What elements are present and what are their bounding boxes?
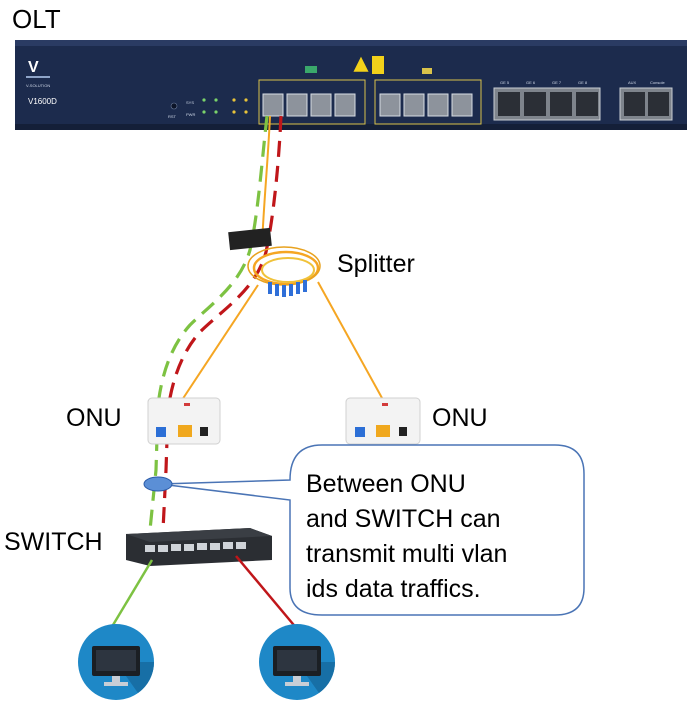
- sfp-port[interactable]: [403, 93, 425, 117]
- onu-right-device: [345, 397, 421, 445]
- onu-power-port[interactable]: [399, 427, 407, 436]
- led-label-pwr: PWR: [186, 112, 195, 117]
- status-leds: [202, 98, 248, 114]
- led-label-sys: SYS: [186, 100, 194, 105]
- monitor-icon: [259, 624, 335, 700]
- mgmt-ports: AUX Console: [619, 80, 673, 121]
- callout-line: and SWITCH can: [306, 505, 501, 533]
- console-label: Console: [650, 80, 665, 85]
- onu-lan-port[interactable]: [376, 425, 390, 437]
- sfp-port[interactable]: [310, 93, 332, 117]
- switch-device: [126, 528, 272, 566]
- vlan-path-green: [148, 115, 269, 531]
- switch-port[interactable]: [158, 545, 168, 552]
- splitter-label: Splitter: [337, 250, 415, 278]
- ge-port[interactable]: [550, 92, 572, 116]
- switch-ports: [145, 542, 246, 552]
- splitter-device: [228, 227, 321, 297]
- sfp-port[interactable]: [334, 93, 356, 117]
- switch-port[interactable]: [210, 543, 220, 550]
- onu-power-port[interactable]: [200, 427, 208, 436]
- cable-to-pc-left: [108, 559, 154, 631]
- fiber-to-onu-left: [181, 284, 259, 401]
- vlan-path-red: [161, 115, 283, 531]
- sfp-port[interactable]: [427, 93, 449, 117]
- olt-model: V1600D: [28, 97, 57, 106]
- ge-port-label: GE 6: [526, 80, 536, 85]
- pon-ports: [262, 93, 473, 117]
- onu-left-label: ONU: [66, 404, 122, 432]
- fiber-to-onu-right: [317, 281, 383, 399]
- link-marker: [143, 476, 173, 492]
- olt-logo-icon: V: [28, 59, 39, 76]
- olt-device: V V-SOLUTION V1600D RST SYS PWR: [15, 40, 687, 130]
- callout-line: ids data traffics.: [306, 575, 481, 603]
- olt-label: OLT: [12, 4, 61, 34]
- fiber-olt-to-splitter: [261, 115, 271, 246]
- ge-port[interactable]: [524, 92, 546, 116]
- switch-port[interactable]: [145, 545, 155, 552]
- callout-line: Between ONU: [306, 470, 466, 498]
- splitter-connectors: [268, 280, 307, 297]
- ge-port-label: GE 8: [578, 80, 588, 85]
- ge-uplink-ports: GE 5 GE 6 GE 7 GE 8: [493, 80, 601, 121]
- console-port[interactable]: [648, 92, 669, 116]
- olt-brand: V-SOLUTION: [26, 83, 50, 88]
- cable-to-pc-right: [235, 555, 299, 631]
- monitor-icon: [78, 624, 154, 700]
- sfp-port[interactable]: [379, 93, 401, 117]
- ge-port-label: GE 5: [500, 80, 510, 85]
- sfp-port[interactable]: [286, 93, 308, 117]
- ge-port[interactable]: [576, 92, 598, 116]
- switch-port[interactable]: [197, 543, 207, 550]
- ge-port-label: GE 7: [552, 80, 562, 85]
- switch-port[interactable]: [236, 542, 246, 549]
- onu-lan-port[interactable]: [178, 425, 192, 437]
- reset-label: RST: [168, 114, 177, 119]
- aux-port[interactable]: [624, 92, 645, 116]
- callout-line: transmit multi vlan: [306, 540, 508, 568]
- onu-pon-port[interactable]: [355, 427, 365, 437]
- onu-pon-port[interactable]: [156, 427, 166, 437]
- laser-label-icon: [372, 56, 384, 74]
- switch-port[interactable]: [223, 542, 233, 549]
- pon-tag-left: [305, 66, 317, 73]
- sfp-port[interactable]: [262, 93, 284, 117]
- switch-port[interactable]: [184, 544, 194, 551]
- pon-tag-right: [422, 68, 432, 74]
- switch-label: SWITCH: [4, 528, 103, 556]
- callout: [159, 444, 585, 616]
- callout-text: Between ONU and SWITCH can transmit mult…: [306, 467, 576, 607]
- onu-left-device: [147, 397, 221, 445]
- aux-label: AUX: [628, 80, 637, 85]
- laser-warning-icon: [352, 55, 370, 73]
- switch-port[interactable]: [171, 544, 181, 551]
- onu-right-label: ONU: [432, 404, 488, 432]
- splitter-body: [228, 227, 272, 251]
- sfp-port[interactable]: [451, 93, 473, 117]
- ge-port[interactable]: [498, 92, 520, 116]
- reset-button[interactable]: [170, 102, 178, 110]
